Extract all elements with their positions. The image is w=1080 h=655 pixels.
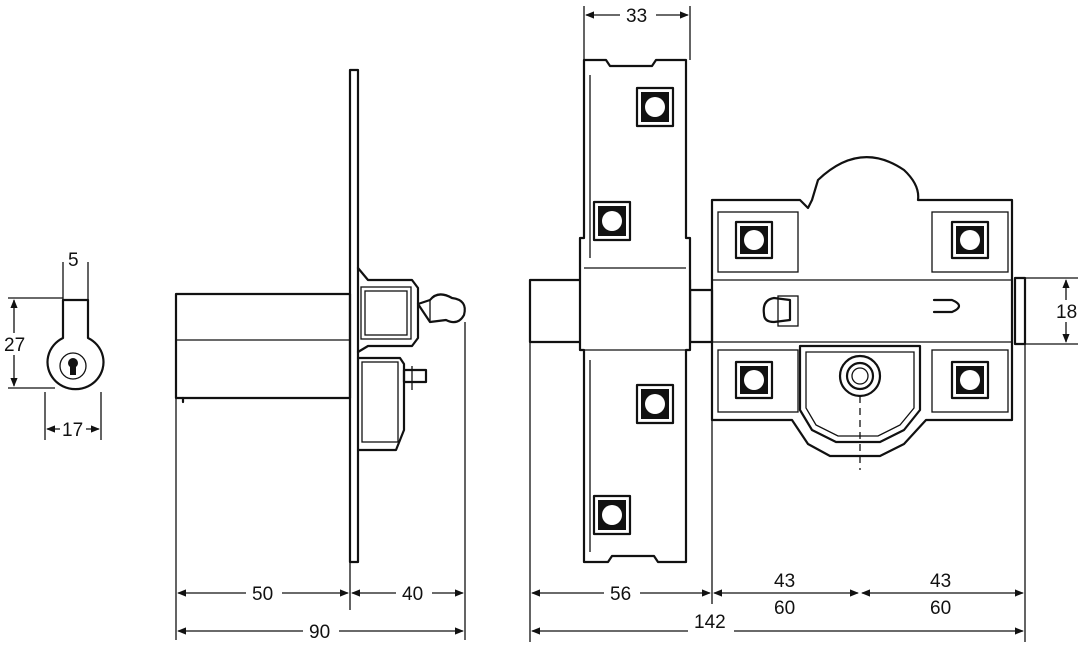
body-screw-4 [931, 349, 1009, 413]
dim-label-40: 40 [402, 584, 423, 605]
body-screw-2 [931, 211, 1009, 273]
cylinder-guard [798, 344, 922, 444]
dim-label-33: 33 [626, 6, 647, 27]
dim-label-50: 50 [252, 584, 273, 605]
dim-label-90: 90 [309, 622, 330, 643]
dim-label-60-right: 60 [930, 598, 951, 619]
lock-body-front [710, 156, 1014, 458]
keeper-screw-3 [635, 383, 675, 425]
dim-label-56: 56 [610, 584, 631, 605]
dim-label-43-mid: 43 [774, 571, 795, 592]
body-screw-1 [717, 211, 799, 273]
dim-label-5: 5 [68, 250, 79, 271]
lock-body-side [174, 292, 352, 400]
slider-knob-left [762, 296, 792, 324]
cylinder-profile [46, 298, 105, 391]
dim-label-17: 17 [62, 420, 83, 441]
dim-label-142: 142 [694, 612, 726, 633]
body-screw-3 [717, 349, 799, 413]
dim-label-18: 18 [1056, 302, 1077, 323]
bracket-profile [356, 266, 420, 354]
dim-label-43-right: 43 [930, 571, 951, 592]
slot-right [932, 298, 961, 314]
knob-icon [416, 293, 466, 324]
keeper-screw-4 [592, 494, 632, 536]
lower-housing [356, 356, 406, 452]
front-view: 33 18 56 43 60 43 60 142 [528, 4, 1080, 643]
cylinder-end-view: 5 27 17 [3, 250, 105, 441]
side-view: 50 40 90 [174, 68, 466, 643]
keyway-slot [70, 363, 76, 375]
keeper-screw-2 [592, 200, 632, 242]
keeper-plate [578, 58, 692, 564]
dim-label-27: 27 [4, 335, 25, 356]
bolt-end [1013, 276, 1027, 346]
mounting-plate [348, 68, 360, 564]
dim-label-60-mid: 60 [774, 598, 795, 619]
keeper-screw-1 [635, 86, 675, 128]
cylinder-plug [59, 352, 87, 380]
